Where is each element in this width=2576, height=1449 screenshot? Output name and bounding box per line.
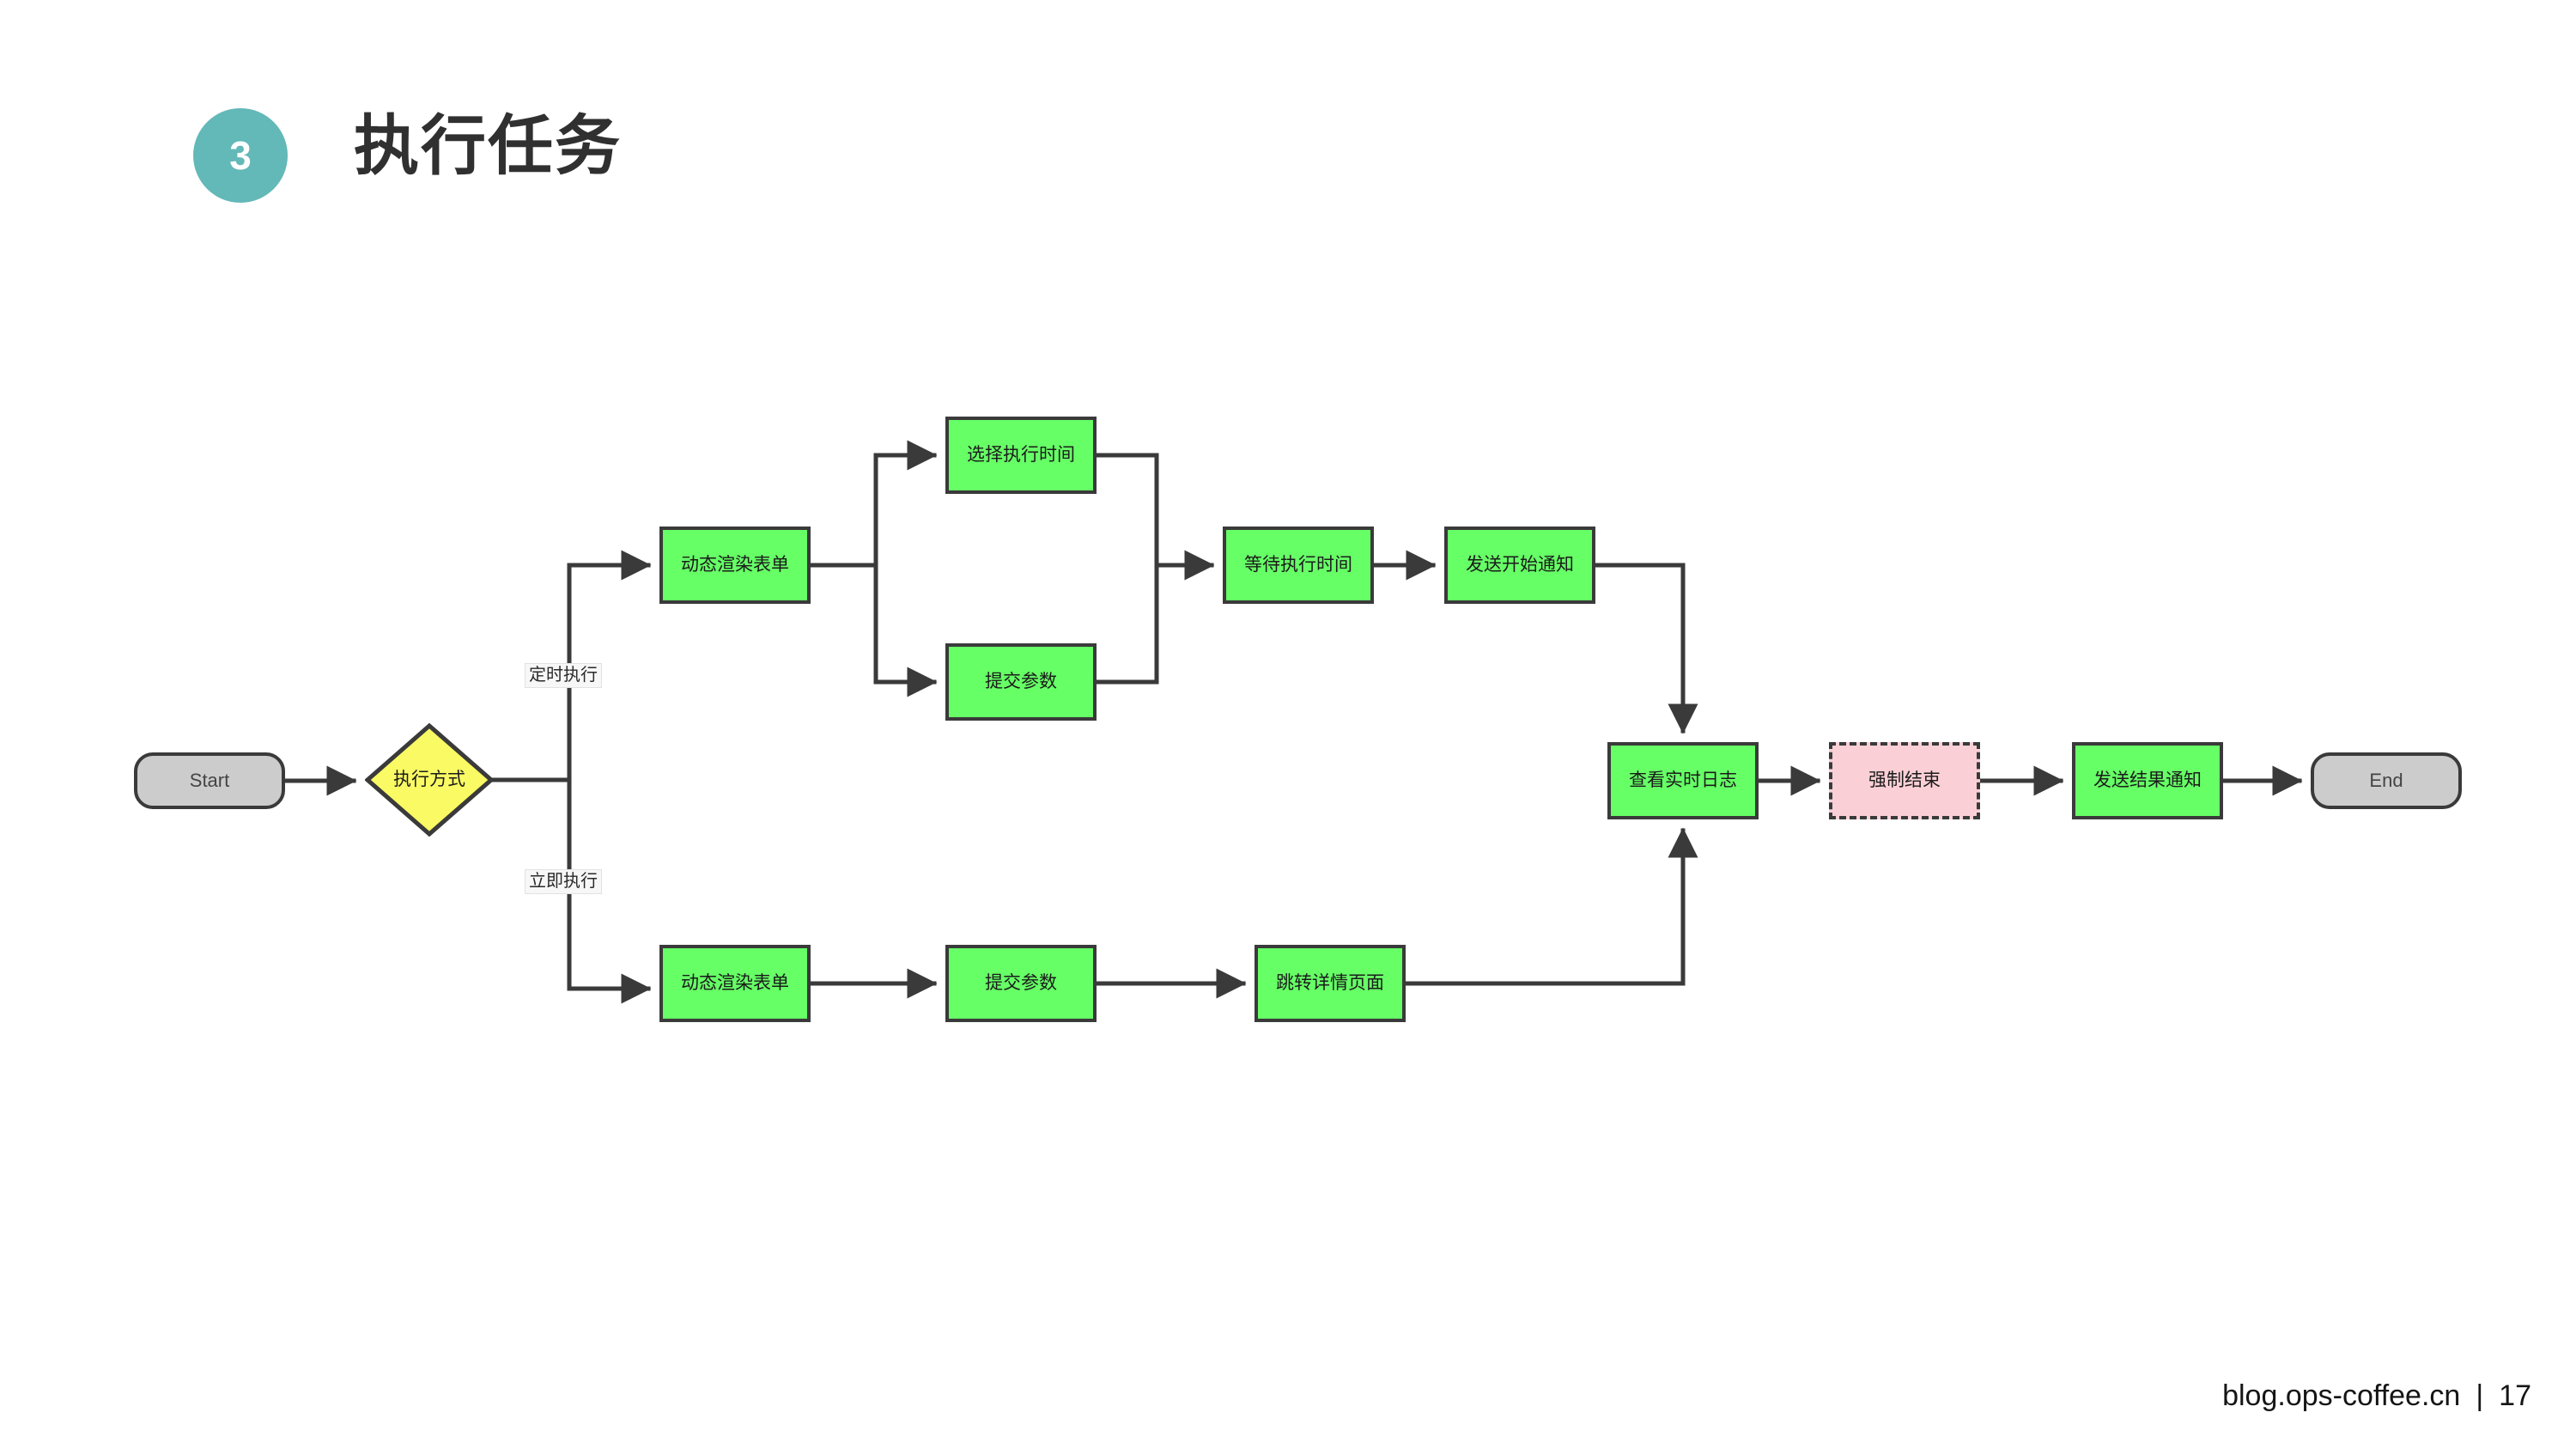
edge-label-scheduled: 定时执行 bbox=[525, 663, 602, 688]
node-submit-params-scheduled-label: 提交参数 bbox=[985, 672, 1057, 692]
node-pick-execution-time[interactable]: 选择执行时间 bbox=[945, 417, 1097, 494]
step-number-text: 3 bbox=[229, 133, 252, 178]
node-decision-label: 执行方式 bbox=[393, 770, 465, 790]
node-goto-detail-page-label: 跳转详情页面 bbox=[1276, 973, 1384, 994]
node-view-realtime-logs[interactable]: 查看实时日志 bbox=[1607, 742, 1759, 819]
footer-separator: | bbox=[2476, 1379, 2484, 1412]
node-dynamic-form-instant-label: 动态渲染表单 bbox=[681, 973, 789, 994]
node-pick-execution-time-label: 选择执行时间 bbox=[967, 445, 1075, 466]
footer-site-url: blog.ops-coffee.cn bbox=[2222, 1379, 2461, 1412]
slide-header: 3 执行任务 bbox=[0, 0, 2576, 223]
node-send-result-notification-label: 发送结果通知 bbox=[2093, 770, 2202, 791]
node-goto-detail-page[interactable]: 跳转详情页面 bbox=[1255, 945, 1406, 1022]
slide-footer: blog.ops-coffee.cn | 17 bbox=[2222, 1379, 2531, 1413]
node-start-label: Start bbox=[189, 769, 230, 791]
node-view-realtime-logs-label: 查看实时日志 bbox=[1629, 770, 1737, 791]
node-submit-params-instant[interactable]: 提交参数 bbox=[945, 945, 1097, 1022]
node-decision-execution-mode[interactable]: 执行方式 bbox=[365, 723, 494, 837]
footer-page-number: 17 bbox=[2499, 1379, 2531, 1412]
diamond-shape bbox=[365, 723, 494, 837]
edge-notify-start-to-view-logs bbox=[1593, 563, 1698, 734]
node-dynamic-form-scheduled-label: 动态渲染表单 bbox=[681, 555, 789, 575]
node-send-start-notification-label: 发送开始通知 bbox=[1466, 555, 1574, 575]
node-end[interactable]: End bbox=[2311, 752, 2462, 809]
page-title: 执行任务 bbox=[354, 110, 622, 183]
node-send-result-notification[interactable]: 发送结果通知 bbox=[2072, 742, 2223, 819]
node-submit-params-scheduled[interactable]: 提交参数 bbox=[945, 643, 1097, 721]
edge-goto-detail-to-view-logs bbox=[1403, 827, 1698, 986]
node-send-start-notification[interactable]: 发送开始通知 bbox=[1444, 527, 1595, 604]
node-start[interactable]: Start bbox=[134, 752, 285, 809]
step-number-badge: 3 bbox=[193, 108, 288, 203]
node-submit-params-instant-label: 提交参数 bbox=[985, 973, 1057, 994]
node-force-stop[interactable]: 强制结束 bbox=[1829, 742, 1980, 819]
node-dynamic-form-instant[interactable]: 动态渲染表单 bbox=[659, 945, 811, 1022]
node-wait-execution-time[interactable]: 等待执行时间 bbox=[1223, 527, 1374, 604]
node-dynamic-form-scheduled[interactable]: 动态渲染表单 bbox=[659, 527, 811, 604]
edge-label-instant: 立即执行 bbox=[525, 869, 602, 894]
node-end-label: End bbox=[2369, 769, 2403, 791]
node-force-stop-label: 强制结束 bbox=[1868, 770, 1941, 791]
node-wait-execution-time-label: 等待执行时间 bbox=[1244, 555, 1352, 575]
